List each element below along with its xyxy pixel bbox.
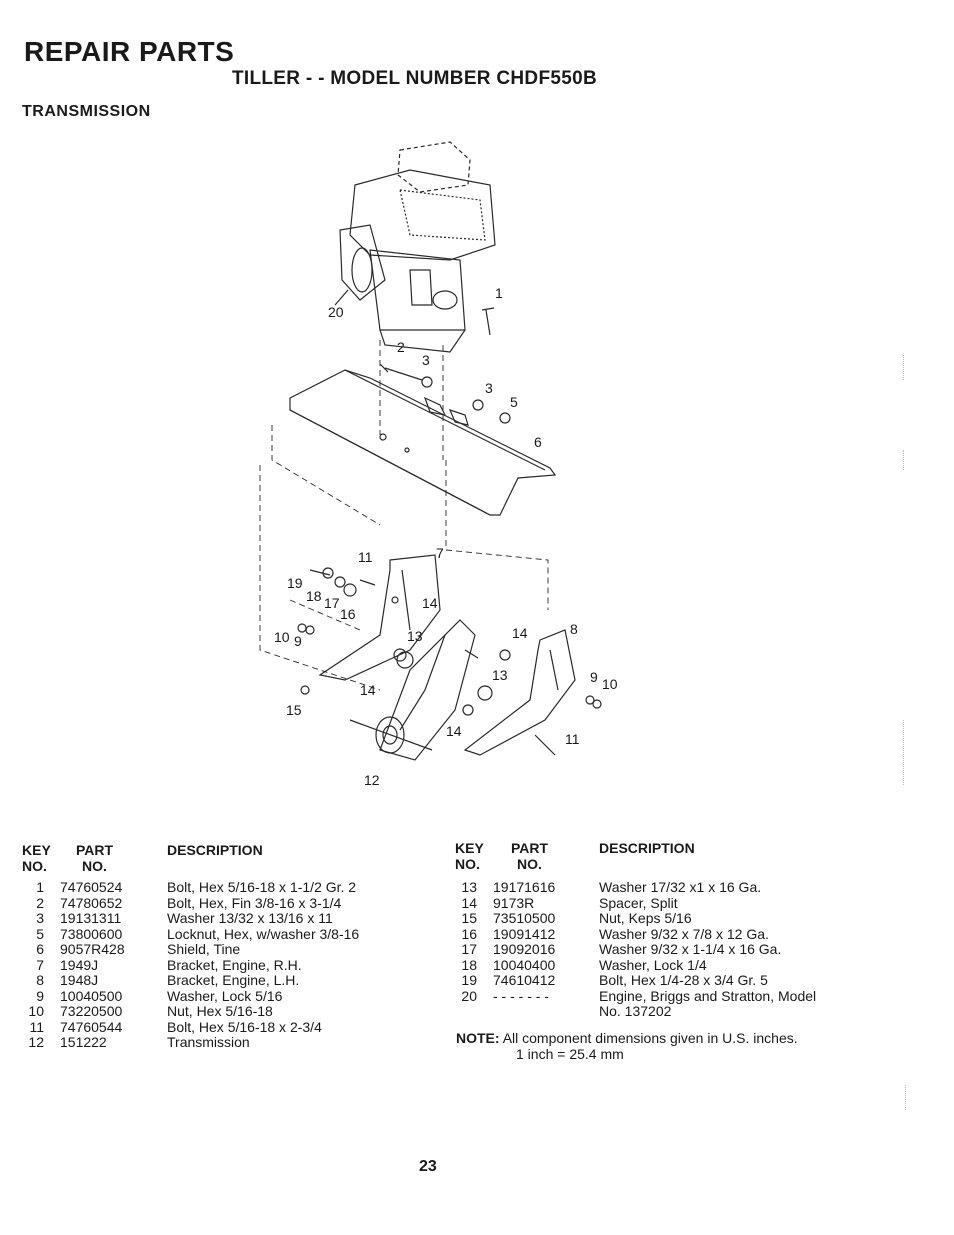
table-row: 20- - - - - - -Engine, Briggs and Stratt… — [461, 987, 817, 1004]
page-number: 23 — [419, 1158, 437, 1175]
col-header-key: KEY NO. — [22, 842, 51, 874]
callout-16: 16 — [340, 606, 356, 622]
table-row-continued: No. 137202 — [599, 1003, 672, 1019]
callout-13a: 13 — [407, 628, 423, 644]
callout-11b: 11 — [565, 731, 580, 747]
callout-3b: 3 — [485, 380, 493, 396]
transmission-exploded-diagram: 20 1 2 3 3 5 6 11 7 19 18 17 16 14 10 9 … — [259, 141, 618, 788]
callout-12: 12 — [364, 772, 380, 788]
callout-5: 5 — [510, 394, 518, 410]
callout-14c: 14 — [360, 682, 376, 698]
callout-2: 2 — [397, 339, 405, 355]
callout-15: 15 — [286, 702, 302, 718]
dimensions-note: NOTE: All component dimensions given in … — [456, 1030, 798, 1062]
page-title: REPAIR PARTS — [24, 36, 235, 67]
callout-6: 6 — [534, 434, 542, 450]
callout-20: 20 — [328, 304, 344, 320]
col-header-part-right: PART NO. — [511, 840, 549, 872]
diagram-callouts: 20 1 2 3 3 5 6 11 7 19 18 17 16 14 10 9 … — [274, 285, 618, 788]
callout-17: 17 — [324, 595, 340, 611]
callout-9b: 9 — [590, 669, 598, 685]
scan-artifact — [903, 355, 904, 380]
section-heading: TRANSMISSION — [22, 103, 151, 120]
callout-18: 18 — [306, 588, 322, 604]
col-header-key-right: KEY NO. — [455, 840, 484, 872]
callout-9a: 9 — [294, 633, 302, 649]
callout-1: 1 — [495, 285, 503, 301]
callout-14b: 14 — [512, 625, 528, 641]
callout-8: 8 — [570, 621, 578, 637]
scan-artifact — [903, 450, 904, 470]
scan-artifact — [905, 1085, 906, 1110]
callout-14a: 14 — [422, 595, 438, 611]
col-header-description: DESCRIPTION — [167, 842, 263, 858]
rh-bracket-drawing — [318, 554, 441, 681]
callout-11a: 11 — [358, 549, 373, 565]
tine-shield-drawing — [289, 369, 557, 516]
callout-7: 7 — [436, 545, 444, 561]
scan-artifact — [903, 720, 904, 785]
callout-19: 19 — [287, 575, 303, 591]
note-label: NOTE: — [456, 1030, 500, 1046]
transmission-drawing — [349, 619, 479, 761]
callout-10b: 10 — [602, 676, 618, 692]
col-header-part: PART NO. — [76, 842, 114, 874]
lh-bracket-drawing — [463, 629, 576, 756]
callout-3a: 3 — [422, 352, 430, 368]
engine-drawing — [334, 141, 496, 353]
col-header-description-right: DESCRIPTION — [599, 840, 695, 856]
callout-14d: 14 — [446, 723, 462, 739]
note-conversion: 1 inch = 25.4 mm — [516, 1046, 624, 1062]
note-text: All component dimensions given in U.S. i… — [502, 1030, 798, 1046]
model-heading: TILLER - - MODEL NUMBER CHDF550B — [232, 68, 597, 89]
callout-13b: 13 — [492, 667, 508, 683]
callout-10a: 10 — [274, 629, 290, 645]
